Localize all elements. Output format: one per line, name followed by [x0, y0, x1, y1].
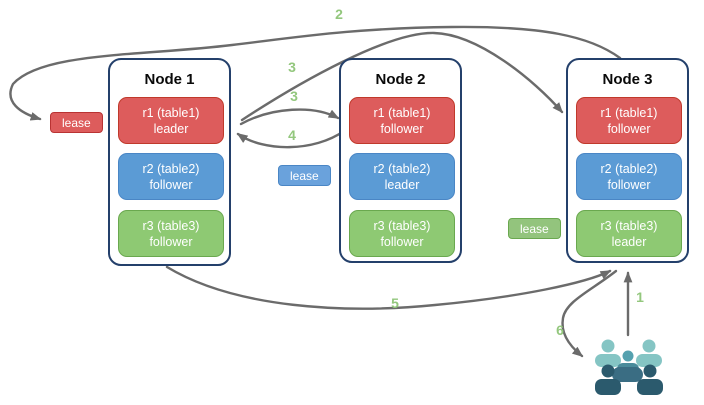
arrow-step-4-ack [236, 129, 346, 149]
replica-name: r1 (table1) [142, 105, 200, 120]
node-1: Node 1 r1 (table1) leader r2 (table2) fo… [108, 58, 231, 266]
replica-role: leader [611, 234, 647, 249]
replica-name: r1 (table1) [373, 105, 431, 120]
users-front-center [612, 367, 643, 382]
replica-role: follower [607, 121, 651, 136]
node-2-title: Node 2 [375, 71, 426, 88]
lease-badge-green: lease [508, 218, 561, 239]
replica-name: r1 (table1) [600, 105, 658, 120]
step-label-3a: 3 [288, 59, 296, 75]
node-1-replica-r1: r1 (table1) leader [118, 97, 224, 144]
step-label-4: 4 [288, 127, 296, 143]
replica-name: r3 (table3) [600, 218, 658, 233]
replica-role: follower [380, 121, 424, 136]
step-label-5: 5 [391, 295, 399, 311]
step-label-1: 1 [636, 289, 644, 305]
node-3-replica-r2: r2 (table2) follower [576, 153, 682, 200]
users-front-row [595, 364, 663, 395]
arrow-step-3-to-node2 [239, 108, 340, 126]
replica-name: r3 (table3) [142, 218, 200, 233]
node-3-replica-r3: r3 (table3) leader [576, 210, 682, 257]
node-2-replica-r3: r3 (table3) follower [349, 210, 455, 257]
replica-role: follower [149, 234, 193, 249]
replica-role: follower [607, 177, 651, 192]
replica-role: follower [149, 177, 193, 192]
node-3-replica-r1: r1 (table1) follower [576, 97, 682, 144]
node-1-title: Node 1 [144, 71, 195, 88]
arrow-step-3-to-node3 [240, 31, 564, 122]
node-1-replica-r2: r2 (table2) follower [118, 153, 224, 200]
lease-badge-blue: lease [278, 165, 331, 186]
arrow-step-2-lease-transfer [9, 25, 622, 121]
step-label-3b: 3 [290, 88, 298, 104]
node-3: Node 3 r1 (table1) follower r2 (table2) … [566, 58, 689, 263]
replica-name: r2 (table2) [373, 161, 431, 176]
replica-name: r2 (table2) [142, 161, 200, 176]
arrow-step-6-response-to-client [561, 269, 618, 358]
replica-name: r2 (table2) [600, 161, 658, 176]
lease-badge-red: lease [50, 112, 103, 133]
step-label-6: 6 [556, 322, 564, 338]
node-2: Node 2 r1 (table1) follower r2 (table2) … [339, 58, 462, 263]
users-icon [595, 339, 663, 395]
node-3-title: Node 3 [602, 71, 653, 88]
users-back-row [595, 339, 662, 367]
node-2-replica-r2: r2 (table2) leader [349, 153, 455, 200]
replica-role: leader [153, 121, 189, 136]
step-label-2: 2 [335, 6, 343, 22]
node-2-replica-r1: r1 (table1) follower [349, 97, 455, 144]
replica-role: follower [380, 234, 424, 249]
replica-name: r3 (table3) [373, 218, 431, 233]
replica-role: leader [384, 177, 420, 192]
node-1-replica-r3: r3 (table3) follower [118, 210, 224, 257]
arrow-step-5-node1-to-node3 [165, 265, 612, 310]
